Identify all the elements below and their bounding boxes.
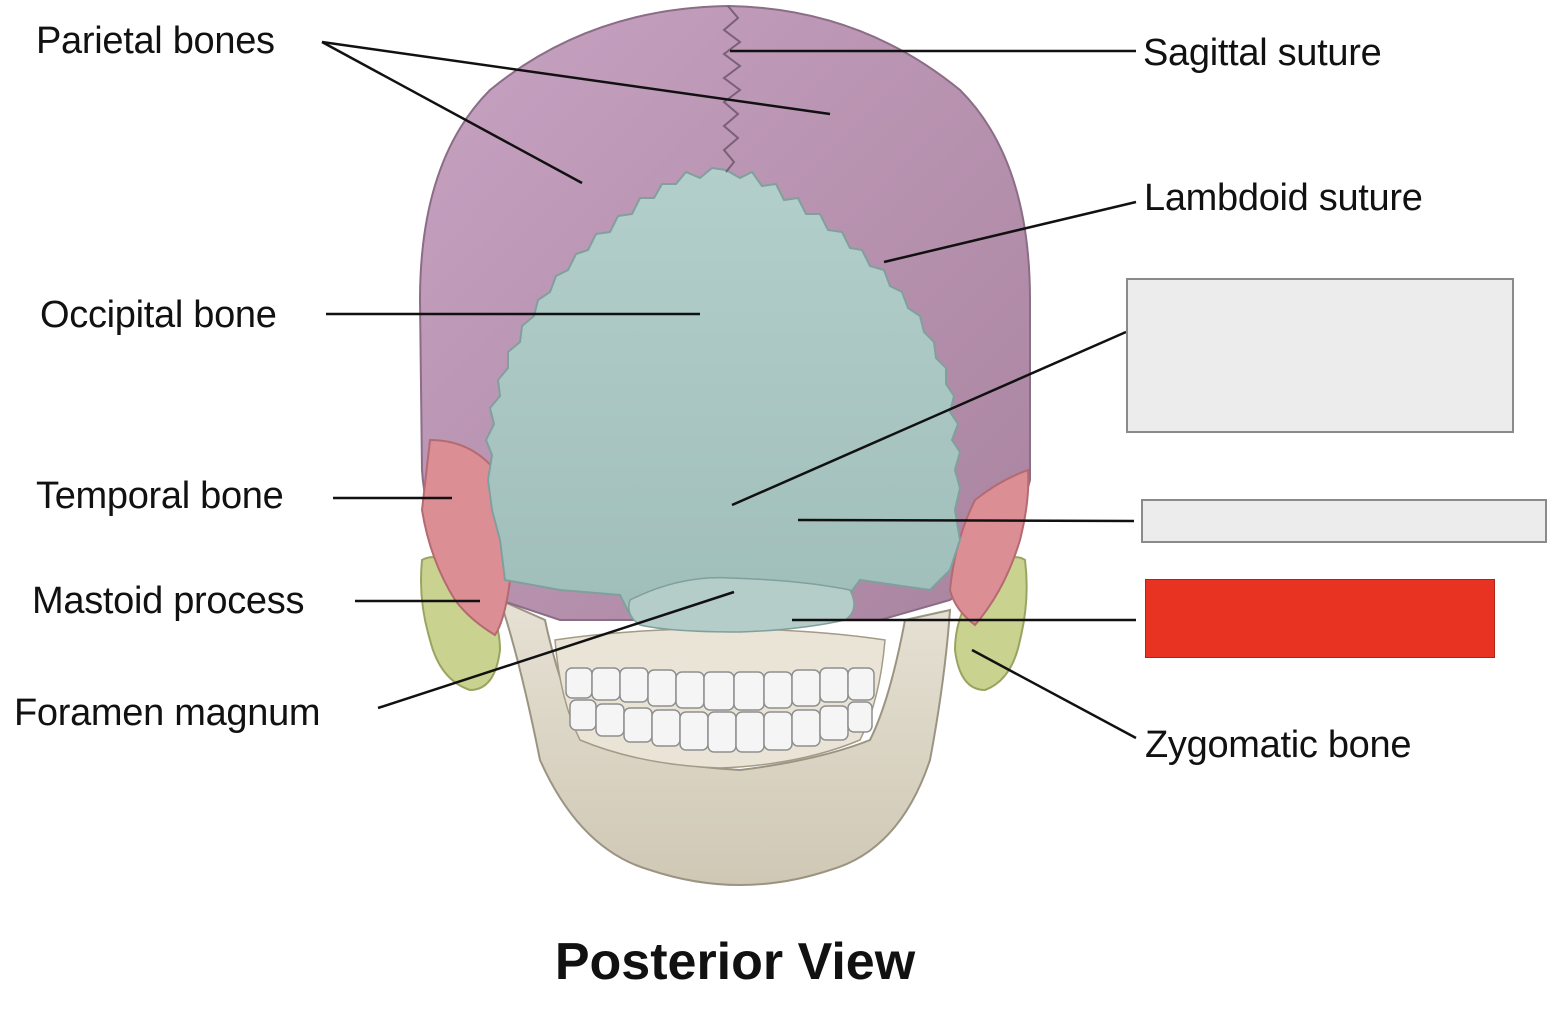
teeth (565, 667, 875, 753)
sagittal-suture (722, 5, 742, 173)
label-foramen-magnum: Foramen magnum (14, 692, 321, 734)
label-temporal-bone: Temporal bone (36, 475, 284, 517)
label-sagittal-suture: Sagittal suture (1143, 32, 1382, 74)
label-parietal-bones: Parietal bones (36, 20, 275, 62)
label-occipital-bone: Occipital bone (40, 294, 277, 336)
figure-caption: Posterior View (554, 933, 916, 991)
leader-lines (321, 40, 1137, 740)
label-mastoid-process: Mastoid process (32, 580, 305, 622)
blank-label-box-1[interactable] (1126, 278, 1514, 433)
temporal-bone-right (948, 468, 1030, 627)
blank-label-box-3-highlighted[interactable] (1145, 579, 1495, 658)
blank-label-box-2[interactable] (1141, 499, 1547, 543)
label-lambdoid-suture: Lambdoid suture (1144, 177, 1423, 219)
label-zygomatic-bone: Zygomatic bone (1145, 724, 1412, 766)
